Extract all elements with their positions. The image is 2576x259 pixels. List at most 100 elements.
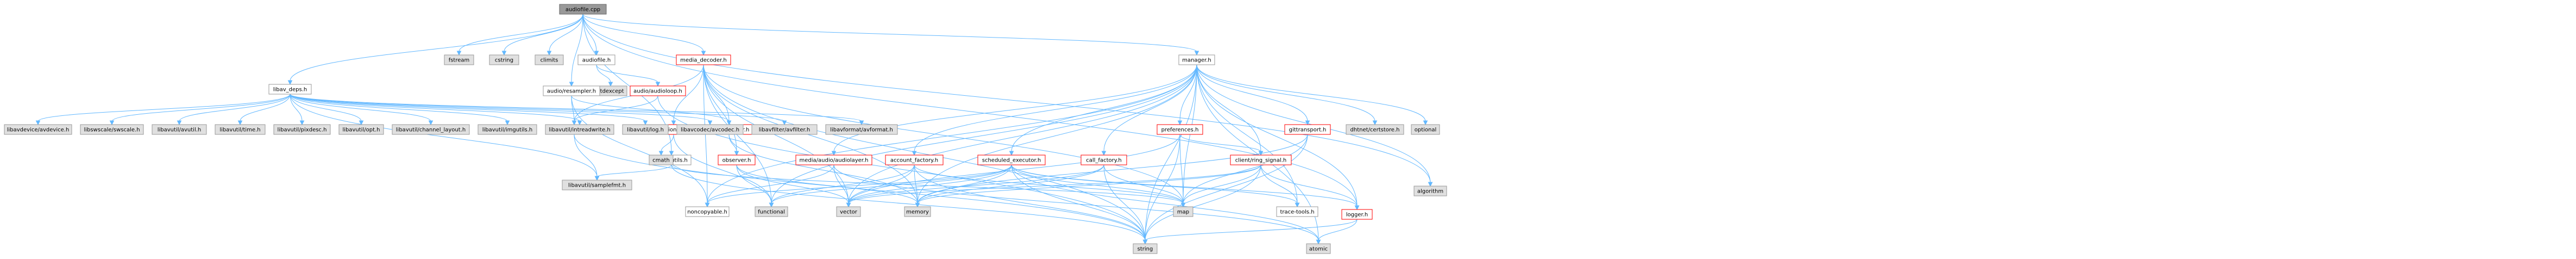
edge-line	[290, 94, 431, 122]
edge-audiofile_cpp-to-manager_h	[582, 14, 1199, 56]
edge-libav_deps_h-to-libavutil_intreadwrite	[290, 94, 582, 126]
edge-line	[917, 164, 1104, 204]
edge-audiofile_cpp-to-cstring	[501, 14, 583, 56]
edge-arrowhead	[569, 82, 574, 87]
edge-logger_h-to-string	[1142, 219, 1358, 245]
node-audio-resampler-h[interactable]: audio/resampler.h	[543, 85, 600, 96]
edge-line	[571, 14, 583, 83]
edge-line	[848, 164, 1261, 204]
edge-scheduled_executor_h-to-atomic	[1011, 164, 1321, 245]
node-libavutil-pixdesc-h: libavutil/pixdesc.h	[273, 124, 331, 135]
edge-arrowhead	[859, 120, 864, 126]
node-audio-audioloop-h[interactable]: audio/audioloop.h	[630, 85, 686, 96]
node-label: audiofile.cpp	[566, 7, 600, 13]
edge-line	[290, 94, 580, 122]
edge-audiofile_h-to-audioaudioloop_h	[596, 64, 661, 87]
node-label: libavutil/opt.h	[342, 127, 380, 133]
edge-arrowhead	[658, 151, 664, 156]
node-preferences-h[interactable]: preferences.h	[1157, 124, 1203, 135]
edge-arrowhead	[734, 151, 739, 156]
node-box	[904, 206, 931, 217]
edge-line	[707, 64, 1197, 204]
node-manager-h[interactable]: manager.h	[1178, 54, 1215, 65]
node-libav-deps-h[interactable]: libav_deps.h	[268, 84, 312, 95]
edge-arrowhead	[643, 120, 648, 126]
node-call-factory-h[interactable]: call_factory.h	[1080, 155, 1127, 165]
node-noncopyable-h[interactable]: noncopyable.h	[685, 206, 730, 217]
node-box	[1284, 124, 1331, 135]
node-media-audio-audiolayer-h[interactable]: media/audio/audiolayer.h	[795, 155, 872, 165]
edge-audioaudioloop_h-to-string	[657, 95, 1148, 245]
edge-line	[571, 95, 730, 122]
node-label: vector	[840, 209, 858, 215]
edge-line	[703, 64, 849, 204]
node-label: stdexcept	[597, 89, 624, 95]
edge-line	[703, 64, 1184, 204]
node-trace-tools-h[interactable]: trace-tools.h	[1276, 206, 1318, 217]
edge-manager_h-to-noncopyable_h	[705, 64, 1197, 208]
node-logger-h[interactable]: logger.h	[1341, 209, 1373, 220]
node-account-factory-h[interactable]: account_factory.h	[885, 155, 944, 165]
node-label: libavcodec/avcodec.h	[681, 127, 739, 133]
edge-arrowhead	[428, 120, 433, 126]
node-box	[1230, 155, 1292, 165]
node-audiofile-h[interactable]: audiofile.h	[577, 54, 615, 65]
edge-line	[707, 164, 1012, 204]
edge-arrowhead	[1101, 151, 1107, 156]
node-label: libavfilter/avfilter.h	[759, 127, 811, 133]
edge-arrowhead	[177, 120, 182, 126]
edge-line	[703, 64, 737, 152]
edge-arrowhead	[546, 51, 552, 56]
edge-line	[582, 14, 704, 52]
edge-line	[1196, 64, 1261, 152]
edge-client_ring_signal_h-to-vector	[846, 164, 1261, 208]
node-audiofile-cpp[interactable]: audiofile.cpp	[559, 4, 607, 15]
node-media-decoder-h[interactable]: media_decoder.h	[676, 54, 731, 65]
node-climits: climits	[535, 54, 564, 65]
edge-media_buffer_h-to-observer_h	[728, 134, 739, 156]
node-box	[444, 54, 474, 65]
edge-arrowhead	[1354, 205, 1360, 211]
edge-line	[596, 164, 672, 177]
node-label: client/ring_signal.h	[1235, 158, 1287, 164]
node-box	[338, 124, 384, 135]
node-scheduled-executor-h[interactable]: scheduled_executor.h	[977, 155, 1046, 165]
node-libavutil-avutil-h: libavutil/avutil.h	[152, 124, 207, 135]
edge-arrowhead	[1372, 120, 1378, 126]
edge-line	[1196, 64, 1298, 204]
node-label: libavutil/time.h	[219, 127, 260, 133]
node-box	[630, 85, 686, 96]
node-box	[1080, 155, 1127, 165]
edge-line	[1183, 134, 1308, 204]
edge-line	[657, 95, 1146, 241]
edge-arrowhead	[769, 202, 774, 208]
edge-line	[1103, 164, 1146, 241]
node-observer-h[interactable]: observer.h	[718, 155, 756, 165]
edge-line	[917, 134, 1308, 204]
edge-arrowhead	[669, 151, 674, 156]
edge-libav_utils_h-to-libavutil_samplefmt	[594, 164, 672, 181]
node-box	[489, 54, 519, 65]
node-box	[545, 124, 614, 135]
node-label: libav_deps.h	[273, 87, 307, 93]
node-gittransport-h[interactable]: gittransport.h	[1284, 124, 1331, 135]
edge-line	[703, 64, 708, 204]
edge-media_decoder_h-to-observer_h	[703, 64, 739, 156]
edge-audiofile_cpp-to-audiofile_h	[582, 14, 599, 56]
node-label: libavdevice/avdevice.h	[7, 127, 70, 133]
node-box	[273, 124, 331, 135]
node-client-ring-signal-h[interactable]: client/ring_signal.h	[1230, 155, 1292, 165]
edge-arrowhead	[35, 120, 41, 126]
edge-line	[917, 164, 1261, 204]
node-libavutil-log-h: libavutil/log.h	[622, 124, 669, 135]
node-box	[559, 4, 607, 15]
node-box	[622, 124, 669, 135]
edge-line	[1179, 134, 1261, 152]
edge-line	[596, 64, 658, 83]
edge-media_decoder_h-to-map	[703, 64, 1186, 208]
node-string: string	[1133, 243, 1158, 254]
node-box	[1413, 186, 1447, 196]
edge-manager_h-to-dhtnet_certstore_h	[1196, 64, 1378, 126]
edge-libav_deps_h-to-libavutil_log	[290, 94, 648, 126]
